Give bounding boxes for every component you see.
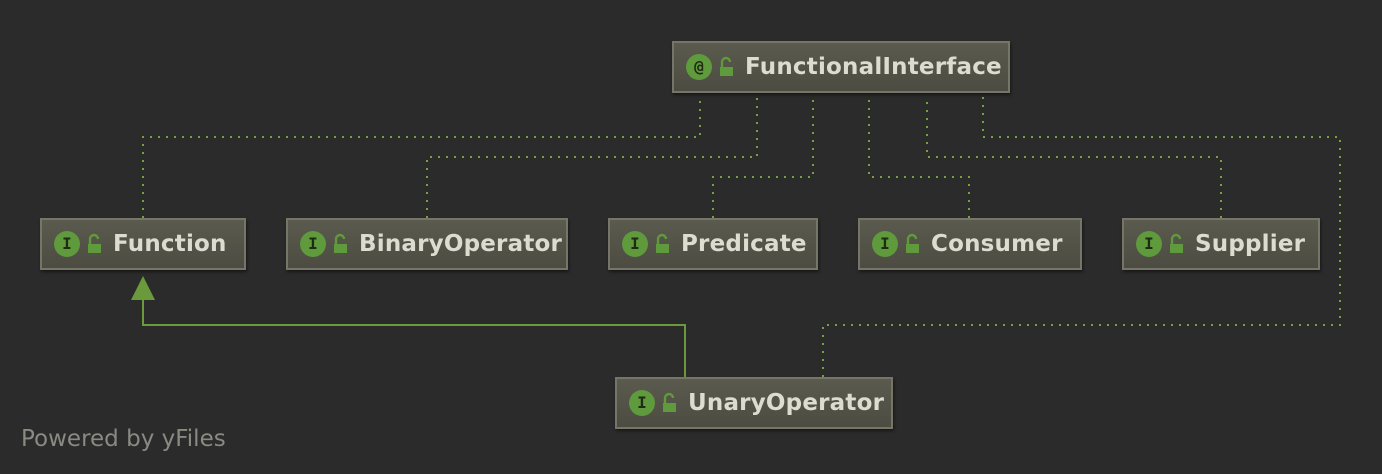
edge-binaryoperator-to-functionalinterface (426, 97, 758, 218)
node-consumer[interactable]: I Consumer (858, 218, 1082, 270)
node-binaryoperator[interactable]: I BinaryOperator (286, 218, 568, 270)
node-label: Predicate (681, 231, 807, 257)
unlocked-icon (720, 56, 733, 76)
unlocked-icon (334, 233, 347, 253)
node-label: Supplier (1195, 231, 1306, 257)
watermark-text: Powered by yFiles (21, 426, 226, 452)
node-label: Consumer (931, 231, 1063, 257)
unlocked-icon (906, 233, 919, 253)
edge-function-to-functionalinterface (142, 97, 701, 218)
node-label: FunctionalInterface (745, 54, 1002, 80)
node-functionalinterface[interactable]: @ FunctionalInterface (672, 41, 1010, 93)
interface-badge-icon: I (1136, 231, 1162, 257)
unlocked-icon (1170, 233, 1183, 253)
edge-supplier-to-functionalinterface (926, 97, 1222, 218)
interface-badge-icon: I (300, 231, 326, 257)
node-label: UnaryOperator (688, 390, 885, 416)
node-label: Function (113, 231, 227, 257)
interface-badge-icon: I (622, 231, 648, 257)
node-label: BinaryOperator (359, 231, 563, 257)
annotation-badge-icon: @ (686, 54, 712, 80)
node-predicate[interactable]: I Predicate (608, 218, 818, 270)
unlocked-icon (656, 233, 669, 253)
edge-unaryoperator-to-functionalinterface (822, 97, 1341, 377)
interface-badge-icon: I (629, 390, 655, 416)
unlocked-icon (663, 392, 676, 412)
node-supplier[interactable]: I Supplier (1122, 218, 1320, 270)
interface-badge-icon: I (54, 231, 80, 257)
edge-unaryoperator-extends-function (142, 298, 686, 377)
inheritance-arrowhead (131, 276, 155, 300)
node-function[interactable]: I Function (40, 218, 246, 270)
unlocked-icon (88, 233, 101, 253)
node-unaryoperator[interactable]: I UnaryOperator (615, 377, 893, 429)
interface-badge-icon: I (872, 231, 898, 257)
